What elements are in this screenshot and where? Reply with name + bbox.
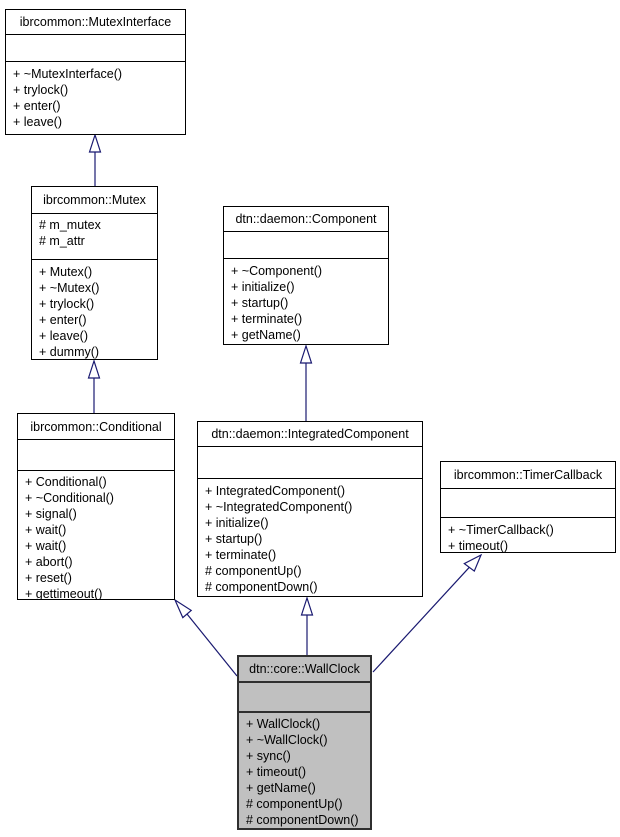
method-label: + wait() <box>25 539 67 553</box>
class-name: dtn::daemon::Component <box>224 207 388 232</box>
class-name: ibrcommon::Mutex <box>32 187 157 214</box>
edge-wallclock-to-conditional <box>186 613 238 677</box>
class-name: dtn::core::WallClock <box>239 657 370 683</box>
method-label: + ~Mutex() <box>39 281 100 295</box>
class-methods: + ~MutexInterface() + trylock() + enter(… <box>6 62 185 134</box>
method-label: + ~IntegratedComponent() <box>205 500 353 514</box>
class-box-component[interactable]: dtn::daemon::Component + ~Component() + … <box>223 206 389 345</box>
class-methods: + IntegratedComponent() + ~IntegratedCom… <box>198 479 422 596</box>
method-label: + enter() <box>39 313 87 327</box>
inheritance-arrowhead-icon <box>173 598 193 619</box>
class-methods: + Mutex() + ~Mutex() + trylock() + enter… <box>32 260 157 359</box>
method-label: + leave() <box>13 115 62 129</box>
class-name: dtn::daemon::IntegratedComponent <box>198 422 422 447</box>
method-label: + IntegratedComponent() <box>205 484 346 498</box>
class-name: ibrcommon::TimerCallback <box>441 462 615 489</box>
attribute-label: # m_mutex <box>39 218 101 232</box>
method-label: + startup() <box>231 296 289 310</box>
inheritance-arrowhead-icon <box>299 344 313 364</box>
method-label: # componentUp() <box>205 564 302 578</box>
class-attributes <box>224 232 388 259</box>
class-box-mutexinterface[interactable]: ibrcommon::MutexInterface + ~MutexInterf… <box>5 9 186 135</box>
method-label: + getName() <box>231 328 301 342</box>
method-label: + getName() <box>246 781 316 795</box>
method-label: # componentUp() <box>246 797 343 811</box>
method-label: + startup() <box>205 532 263 546</box>
method-label: + leave() <box>39 329 88 343</box>
class-methods: + ~Component() + initialize() + startup(… <box>224 259 388 344</box>
inheritance-arrowhead-icon <box>463 553 483 573</box>
method-label: + Mutex() <box>39 265 93 279</box>
class-box-integratedcomponent[interactable]: dtn::daemon::IntegratedComponent + Integ… <box>197 421 423 597</box>
method-label: + timeout() <box>246 765 307 779</box>
class-box-mutex[interactable]: ibrcommon::Mutex # m_mutex # m_attr + Mu… <box>31 186 158 360</box>
method-label: + enter() <box>13 99 61 113</box>
method-label: + trylock() <box>13 83 69 97</box>
method-label: + terminate() <box>231 312 303 326</box>
method-label: + signal() <box>25 507 77 521</box>
method-label: + ~Component() <box>231 264 323 278</box>
class-methods: + WallClock() + ~WallClock() + sync() + … <box>239 713 370 828</box>
method-label: + dummy() <box>39 345 100 359</box>
class-box-conditional[interactable]: ibrcommon::Conditional + Conditional() +… <box>17 413 175 600</box>
method-label: + trylock() <box>39 297 95 311</box>
inheritance-arrowhead-icon <box>88 133 102 153</box>
method-label: + abort() <box>25 555 73 569</box>
method-label: + reset() <box>25 571 72 585</box>
method-label: + WallClock() <box>246 717 321 731</box>
inheritance-arrowhead-icon <box>300 596 314 616</box>
method-label: + ~WallClock() <box>246 733 328 747</box>
class-box-timercallback[interactable]: ibrcommon::TimerCallback + ~TimerCallbac… <box>440 461 616 553</box>
class-methods: + ~TimerCallback() + timeout() <box>441 518 615 552</box>
class-methods: + Conditional() + ~Conditional() + signa… <box>18 471 174 599</box>
class-attributes: # m_mutex # m_attr <box>32 214 157 260</box>
class-attributes <box>18 440 174 471</box>
inheritance-arrowhead-icon <box>87 359 101 379</box>
method-label: + ~TimerCallback() <box>448 523 554 537</box>
class-name: ibrcommon::MutexInterface <box>6 10 185 35</box>
method-label: + sync() <box>246 749 291 763</box>
method-label: + initialize() <box>231 280 295 294</box>
class-attributes <box>198 447 422 479</box>
class-attributes <box>441 489 615 518</box>
class-attributes <box>6 35 185 62</box>
method-label: # componentDown() <box>246 813 359 827</box>
method-label: # componentDown() <box>205 580 318 594</box>
class-box-wallclock: dtn::core::WallClock + WallClock() + ~Wa… <box>237 655 372 830</box>
method-label: + initialize() <box>205 516 269 530</box>
class-attributes <box>239 683 370 713</box>
attribute-label: # m_attr <box>39 234 85 248</box>
method-label: + ~Conditional() <box>25 491 114 505</box>
method-label: + ~MutexInterface() <box>13 67 123 81</box>
method-label: + timeout() <box>448 539 509 552</box>
method-label: + gettimeout() <box>25 587 103 599</box>
class-name: ibrcommon::Conditional <box>18 414 174 440</box>
method-label: + Conditional() <box>25 475 107 489</box>
method-label: + wait() <box>25 523 67 537</box>
method-label: + terminate() <box>205 548 277 562</box>
